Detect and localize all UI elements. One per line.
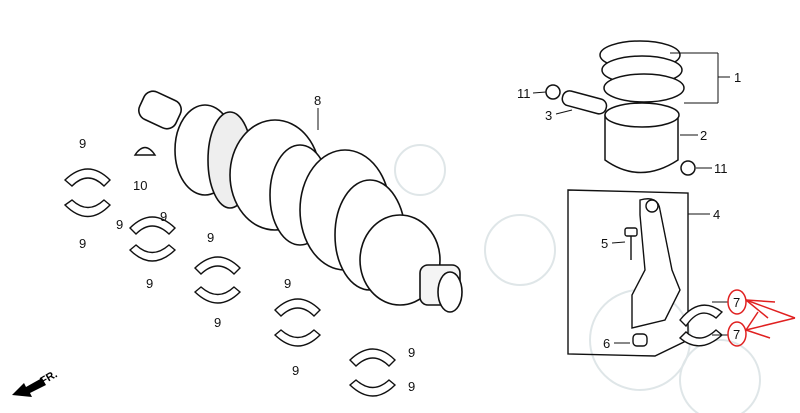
label-pin-clip: 11 <box>714 161 728 176</box>
label-crankshaft: 8 <box>314 93 322 108</box>
label-pin-clip: 11 <box>517 86 531 101</box>
label-main-bearing: 9 <box>284 276 292 291</box>
label-main-bearing: 9 <box>79 236 87 251</box>
label-rod-bearing-upper: 7 <box>733 295 741 310</box>
label-main-bearing: 9 <box>146 276 154 291</box>
connecting-rod-assembly <box>567 189 724 357</box>
label-main-bearing: 9 <box>408 379 416 394</box>
label-rod-bolt: 5 <box>601 236 609 251</box>
front-arrow-icon <box>12 378 46 397</box>
label-main-bearing: 9 <box>79 136 87 151</box>
label-piston-rings: 1 <box>734 70 742 85</box>
label-main-bearing: 9 <box>214 315 222 330</box>
label-piston: 2 <box>700 128 708 143</box>
label-main-bearing: 9 <box>292 363 300 378</box>
crankshaft <box>138 90 463 313</box>
piston-assembly <box>545 40 696 176</box>
leader-lines <box>317 52 730 344</box>
label-connecting-rod: 4 <box>713 207 721 222</box>
label-woodruff-key: 10 <box>133 178 148 193</box>
label-rod-bearing-lower: 7 <box>733 327 741 342</box>
highlight-annotation <box>727 289 796 347</box>
label-main-bearing: 9 <box>408 345 416 360</box>
label-piston-pin: 3 <box>545 108 553 123</box>
label-main-bearing: 9 <box>160 209 168 224</box>
label-main-bearing: 9 <box>207 230 215 245</box>
label-rod-nut: 6 <box>603 336 611 351</box>
label-main-bearing: 9 <box>116 217 124 232</box>
main-bearing-shells <box>63 146 397 397</box>
